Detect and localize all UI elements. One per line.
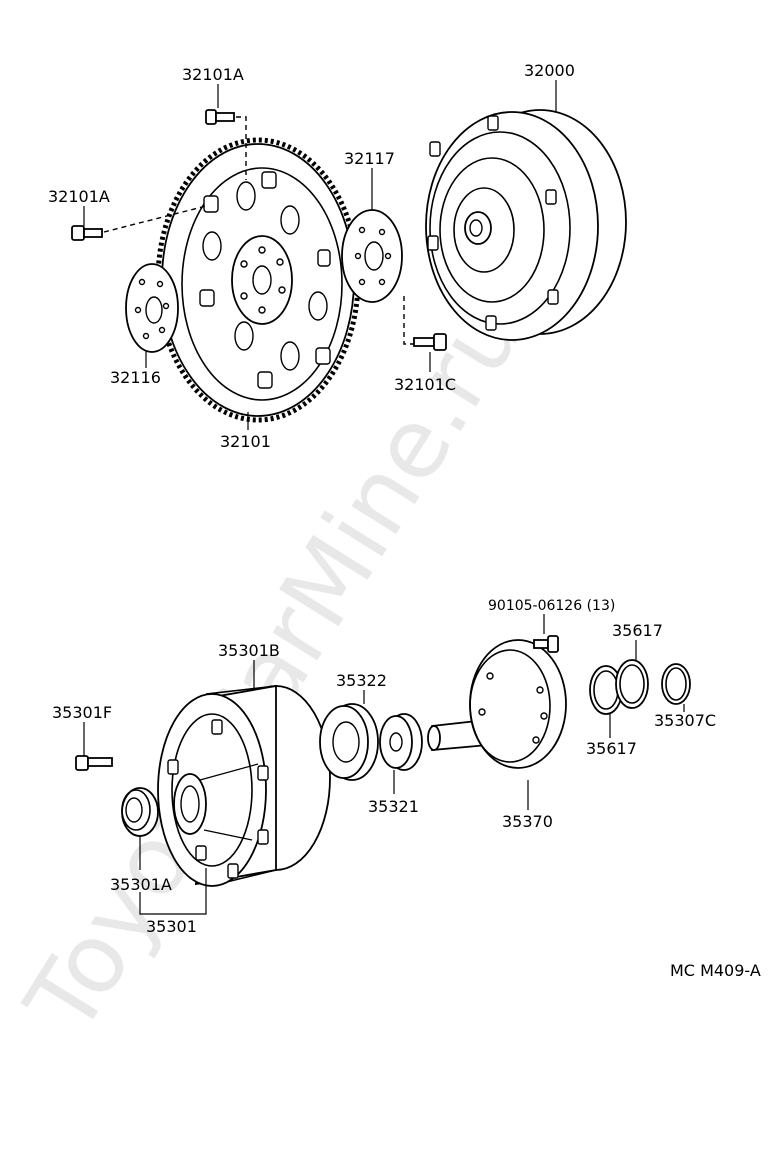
oil-seal-35301A (121, 787, 159, 837)
driven-gear-35322 (319, 703, 379, 781)
label-32101A-left: 32101A (48, 187, 110, 206)
label-35370: 35370 (502, 812, 553, 831)
label-32101C: 32101C (394, 375, 456, 394)
bolt-35301F (75, 755, 113, 771)
label-35307C: 35307C (654, 711, 716, 730)
bolt-32101A-top (205, 109, 235, 125)
spacer-plate-32116 (125, 263, 179, 353)
drive-gear-35321 (379, 713, 423, 771)
bolt-90105 (533, 635, 559, 653)
label-35322: 35322 (336, 671, 387, 690)
oil-pump-body-35301B (157, 684, 331, 887)
label-35301B: 35301B (218, 641, 280, 660)
race-35307C (661, 663, 691, 705)
label-35301A: 35301A (110, 875, 172, 894)
label-35617-top: 35617 (612, 621, 663, 640)
seal-ring-35617-a (589, 665, 623, 715)
diagram-code: MC M409-A (670, 961, 761, 980)
bolt-32101C (413, 333, 447, 351)
stator-shaft-35370 (427, 639, 567, 769)
label-32000: 32000 (524, 61, 575, 80)
label-35617-bottom: 35617 (586, 739, 637, 758)
label-32117: 32117 (344, 149, 395, 168)
label-35301F: 35301F (52, 703, 112, 722)
label-32101: 32101 (220, 432, 271, 451)
label-32101A-top: 32101A (182, 65, 244, 84)
plate-32117 (341, 209, 403, 303)
drive-plate-32101 (155, 137, 361, 423)
seal-ring-35617-b (615, 659, 649, 709)
bolt-32101A-left (71, 225, 103, 241)
label-32116: 32116 (110, 368, 161, 387)
label-35301: 35301 (146, 917, 197, 936)
label-35321: 35321 (368, 797, 419, 816)
label-90105-06126: 90105-06126 (13) (488, 598, 615, 614)
torque-converter-32000 (425, 109, 627, 341)
